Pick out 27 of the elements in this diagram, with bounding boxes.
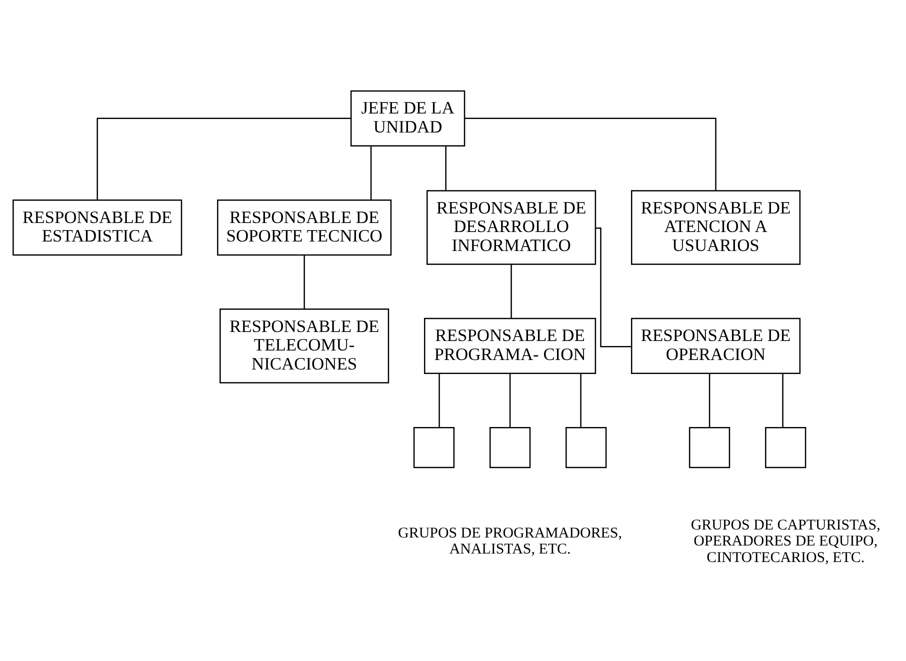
node-box [688,426,730,468]
connector [782,373,784,428]
node-box: RESPONSABLE DE TELECOMU- NICACIONES [220,308,390,383]
node-box [566,426,607,468]
node-box: RESPONSABLE DE PROGRAMA- CION [424,317,596,374]
node-box: RESPONSABLE DE OPERACION [630,317,801,374]
connector [445,145,446,190]
node-box: RESPONSABLE DE DESARROLLO INFORMATICO [426,190,596,264]
connector [304,254,305,308]
node-box: JEFE DE LA UNIDAD [350,90,466,146]
node-box: RESPONSABLE DE ESTADISTICA [12,198,182,256]
node-box [413,426,455,468]
connector [509,373,511,428]
label: GRUPOS DE CAPTURISTAS, OPERADORES DE EQUIPO, CINTOTECARIOS, ETC. [690,516,880,566]
node-box: RESPONSABLE DE SOPORTE TECNICO [217,198,392,256]
connector [708,373,710,428]
connector [96,117,351,200]
connector [580,373,582,428]
connector [510,264,512,318]
node-box [489,426,531,468]
node-box [765,426,806,468]
connector [370,145,372,200]
connector [438,373,440,428]
connector [464,117,716,190]
connector [596,227,632,347]
label: GRUPOS DE PROGRAMADORES, ANALISTAS, ETC. [398,524,622,558]
node-box: RESPONSABLE DE ATENCION A USUARIOS [630,190,801,264]
